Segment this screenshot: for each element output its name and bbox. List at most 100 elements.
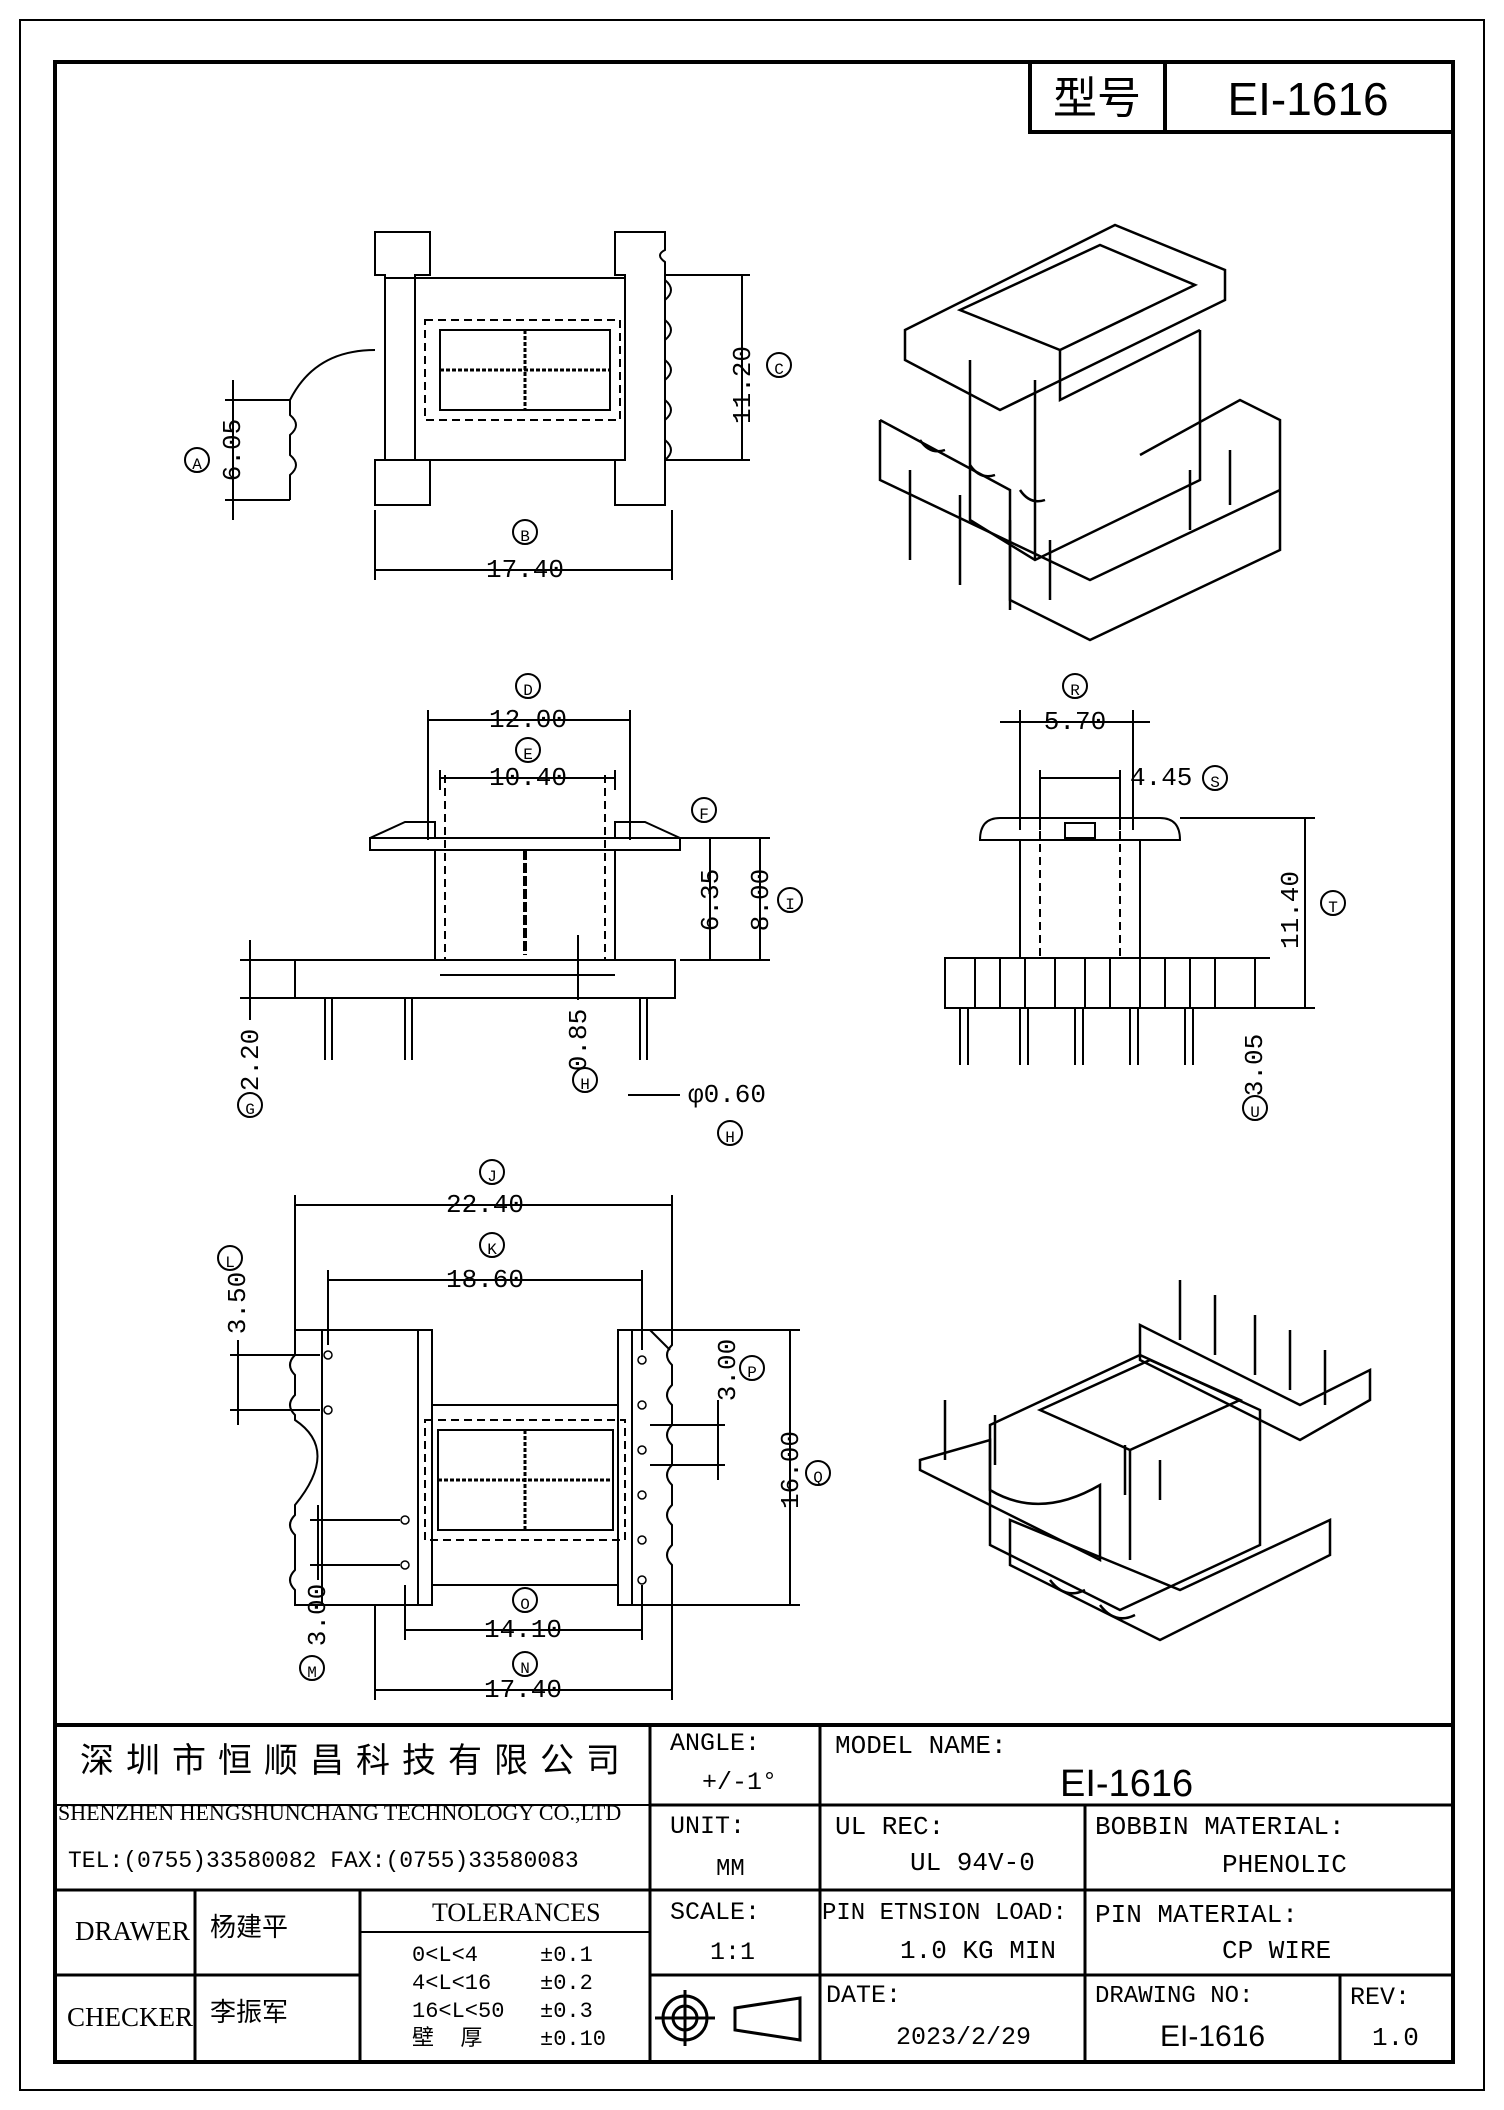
- tol-value-1: ±0.2: [540, 1971, 593, 1996]
- dim-I: 8.00: [746, 869, 776, 931]
- scale-value: 1:1: [710, 1938, 756, 1967]
- checker-label: CHECKER: [67, 2002, 194, 2032]
- marker-U: U: [1250, 1104, 1260, 1122]
- front-view-labels: 12.00 10.40 6.35 8.00 2.20 0.85 φ0.60 D …: [236, 673, 803, 1147]
- marker-T: T: [1328, 899, 1338, 917]
- tol-range-2: 16<L<50: [412, 1999, 505, 2024]
- company-name-cn: 深圳市恒顺昌科技有限公司: [80, 1743, 632, 1780]
- unit-value: MM: [716, 1856, 745, 1883]
- marker-Q: Q: [813, 1469, 823, 1487]
- drawing-no-value: EI-1616: [1160, 2020, 1266, 2053]
- header-model-box: 型号 EI-1616: [1028, 60, 1455, 134]
- marker-J: J: [487, 1168, 497, 1186]
- dim-N: 17.40: [484, 1675, 562, 1705]
- marker-L: L: [225, 1254, 235, 1272]
- ul-rec-value: UL 94V-0: [910, 1848, 1035, 1878]
- dim-H: 0.85: [564, 1009, 594, 1071]
- unit-label: UNIT:: [670, 1812, 746, 1841]
- inner-border: [53, 60, 1455, 2064]
- pin-load-label: PIN ETNSION LOAD:: [822, 1900, 1067, 1927]
- side-view-labels: 5.70 4.45 11.40 3.05 R S T U: [1044, 673, 1346, 1122]
- dim-P: 3.00: [713, 1339, 743, 1401]
- tol-range-0: 0<L<4: [412, 1943, 479, 1968]
- company-contact: TEL:(0755)33580082 FAX:(0755)33580083: [68, 1848, 579, 1874]
- dim-C: 11.20: [728, 346, 758, 424]
- dim-A: 6.05: [218, 419, 248, 481]
- dim-H2: φ0.60: [688, 1080, 766, 1110]
- dim-O: 14.10: [484, 1615, 562, 1645]
- dim-E: 10.40: [489, 763, 567, 793]
- scale-label: SCALE:: [670, 1898, 761, 1927]
- dim-M: 3.00: [303, 1584, 333, 1646]
- marker-S: S: [1210, 774, 1220, 792]
- marker-D: D: [523, 682, 533, 700]
- marker-E: E: [523, 746, 533, 764]
- marker-H: H: [580, 1076, 590, 1094]
- dim-K: 18.60: [446, 1265, 524, 1295]
- marker-R: R: [1070, 682, 1080, 700]
- marker-C: C: [774, 361, 784, 379]
- iso-view-bottom: [918, 1280, 1372, 1642]
- rev-label: REV:: [1350, 1983, 1411, 2012]
- dim-D: 12.00: [489, 705, 567, 735]
- dim-U: 3.05: [1240, 1034, 1270, 1096]
- bobbin-material-label: BOBBIN MATERIAL:: [1095, 1812, 1345, 1842]
- dim-G: 2.20: [236, 1029, 266, 1091]
- pin-material-label: PIN MATERIAL:: [1095, 1900, 1298, 1930]
- date-label: DATE:: [826, 1981, 902, 2010]
- marker-M: M: [307, 1664, 317, 1682]
- checker-name: 李振军: [210, 1998, 289, 2027]
- top-view-labels: 11.20 6.05 17.40 C A B: [184, 346, 792, 585]
- model-name-label: MODEL NAME:: [835, 1731, 1007, 1761]
- marker-P: P: [747, 1364, 757, 1382]
- front-view: [240, 710, 770, 1096]
- tol-value-0: ±0.1: [540, 1943, 593, 1968]
- dim-R: 5.70: [1044, 707, 1106, 737]
- side-view: [944, 710, 1315, 1065]
- dim-Q: 16.00: [776, 1431, 806, 1509]
- bottom-view: [230, 1195, 800, 1700]
- marker-A: A: [192, 456, 202, 474]
- model-name-value: EI-1616: [1060, 1763, 1194, 1805]
- ul-rec-label: UL REC:: [835, 1812, 945, 1842]
- dim-B: 17.40: [486, 555, 564, 585]
- company-name-en: SHENZHEN HENGSHUNCHANG TECHNOLOGY CO.,LT…: [58, 1800, 622, 1825]
- tol-value-2: ±0.3: [540, 1999, 593, 2024]
- dim-T: 11.40: [1276, 871, 1306, 949]
- angle-value: +/-1°: [702, 1768, 778, 1797]
- pin-material-value: CP WIRE: [1222, 1936, 1332, 1966]
- marker-H2: H: [725, 1129, 735, 1147]
- marker-G: G: [245, 1101, 255, 1119]
- drawing-no-label: DRAWING NO:: [1095, 1983, 1254, 2010]
- marker-F: F: [699, 806, 709, 824]
- tol-range-3: 壁 厚: [412, 2027, 483, 2052]
- dim-S: 4.45: [1130, 763, 1192, 793]
- outer-border: [19, 19, 1485, 2091]
- rev-value: 1.0: [1372, 2023, 1419, 2053]
- dim-J: 22.40: [446, 1190, 524, 1220]
- title-block: [55, 1723, 1453, 2062]
- iso-view-top: [878, 223, 1282, 642]
- pin-load-value: 1.0 KG MIN: [900, 1936, 1057, 1966]
- marker-O: O: [520, 1596, 530, 1614]
- tol-range-1: 4<L<16: [412, 1971, 492, 1996]
- dim-L: 3.50: [223, 1272, 253, 1334]
- bobbin-material-value: PHENOLIC: [1222, 1850, 1347, 1880]
- bottom-view-labels: 22.40 18.60 3.50 3.00 16.00 3.00 14.10 1…: [217, 1159, 831, 1705]
- dim-F: 6.35: [696, 869, 726, 931]
- tolerances-label: TOLERANCES: [432, 1898, 601, 1927]
- drawer-name: 杨建平: [210, 1913, 289, 1942]
- drawer-label: DRAWER: [75, 1916, 190, 1946]
- angle-label: ANGLE:: [670, 1729, 761, 1758]
- header-model: EI-1616: [1227, 73, 1388, 125]
- tol-value-3: ±0.10: [540, 2027, 607, 2052]
- type-label: 型号: [1053, 73, 1141, 124]
- date-value: 2023/2/29: [896, 2023, 1032, 2052]
- projection-symbol: [655, 1990, 802, 2046]
- marker-B: B: [520, 528, 530, 546]
- marker-N: N: [520, 1660, 530, 1678]
- marker-I: I: [785, 896, 795, 914]
- top-view: [225, 231, 750, 580]
- marker-K: K: [487, 1241, 497, 1259]
